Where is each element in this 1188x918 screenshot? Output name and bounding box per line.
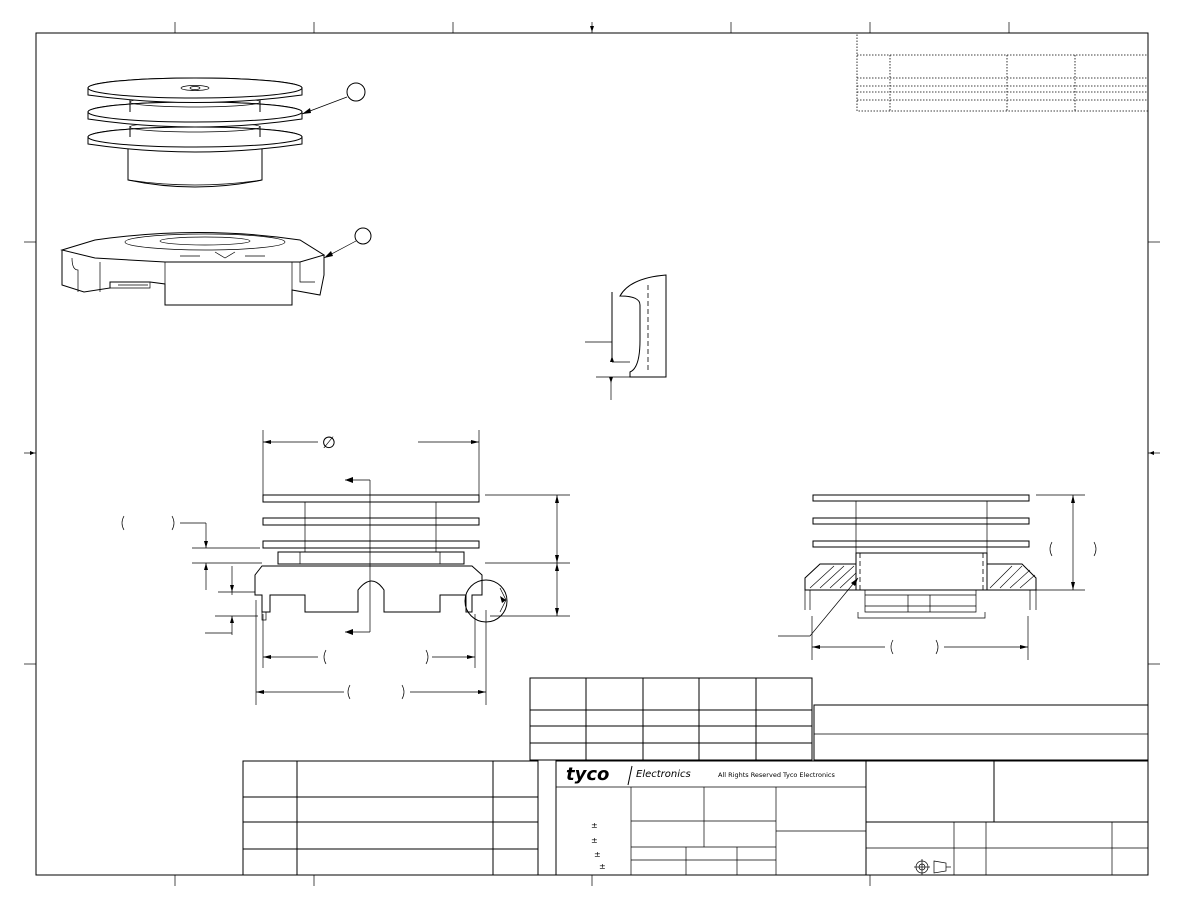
- tolerance-symbol-2: ±: [591, 836, 598, 845]
- title-box: [813, 704, 1149, 761]
- revision-block: [856, 32, 1149, 112]
- section-view: [778, 494, 1097, 660]
- company-division: Electronics: [636, 769, 691, 780]
- logo-separator: [627, 765, 633, 786]
- tolerance-symbol-1: ±: [591, 821, 598, 830]
- company-logo: tyco: [566, 764, 609, 785]
- third-angle-projection-icon: [914, 859, 951, 875]
- front-view: ∅: [121, 430, 570, 705]
- notes-block: [242, 760, 539, 876]
- dimension-table: [529, 677, 813, 761]
- item-balloon-1: [346, 82, 366, 102]
- diameter-symbol: ∅: [322, 433, 336, 452]
- isometric-view-base-housing: [60, 232, 326, 306]
- main-title-block: [555, 760, 1149, 876]
- tolerance-symbol-4: ±: [599, 862, 606, 871]
- item-balloon-2: [354, 227, 372, 245]
- isometric-view-disc-stack: [87, 77, 303, 188]
- tolerance-symbol-3: ±: [594, 850, 601, 859]
- rights-notice: All Rights Reserved Tyco Electronics: [718, 771, 835, 779]
- zone-marks: [24, 22, 1160, 886]
- detail-view-latch: [585, 274, 667, 400]
